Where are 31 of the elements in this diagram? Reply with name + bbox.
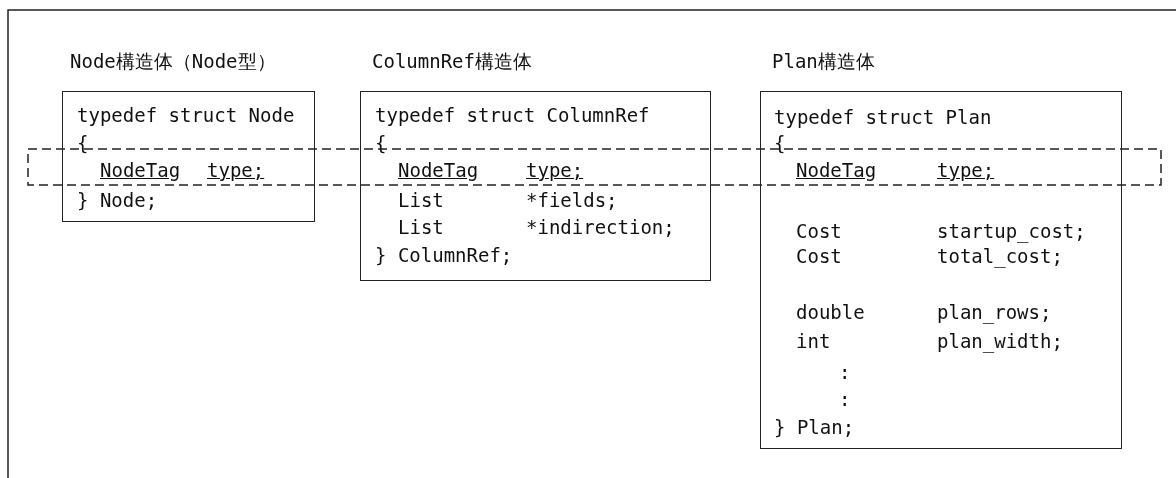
- struct-heading: Node構造体（Node型）: [70, 49, 276, 73]
- code-token: *indirection;: [526, 215, 675, 239]
- code-token: total_cost;: [937, 244, 1063, 268]
- code-token: type;: [207, 158, 265, 182]
- code-token: :: [839, 360, 851, 384]
- code-token: NodeTag: [796, 158, 877, 182]
- code-token: plan_rows;: [937, 300, 1052, 324]
- code-token: NodeTag: [398, 158, 479, 182]
- code-line: typedef struct ColumnRef: [375, 103, 650, 127]
- code-token: plan_width;: [937, 329, 1063, 353]
- code-line: } Plan;: [774, 415, 855, 439]
- struct-heading: Plan構造体: [772, 49, 875, 73]
- struct-heading: ColumnRef構造体: [372, 49, 532, 73]
- code-token: Cost: [796, 244, 842, 268]
- code-token: Cost: [796, 219, 842, 243]
- code-line: typedef struct Plan: [774, 105, 992, 129]
- code-token: List: [398, 215, 444, 239]
- code-token: *fields;: [526, 188, 618, 212]
- code-line: } Node;: [77, 188, 158, 212]
- code-line: {: [77, 131, 89, 155]
- code-line: {: [774, 131, 786, 155]
- code-token: int: [796, 329, 831, 353]
- code-token: type;: [937, 158, 995, 182]
- code-token: List: [398, 188, 444, 212]
- code-token: type;: [526, 158, 584, 182]
- code-token: NodeTag: [100, 158, 181, 182]
- code-line: typedef struct Node: [77, 103, 295, 127]
- code-token: startup_cost;: [937, 219, 1086, 243]
- code-line: } ColumnRef;: [375, 243, 513, 267]
- code-token: :: [839, 387, 851, 411]
- code-token: double: [796, 300, 865, 324]
